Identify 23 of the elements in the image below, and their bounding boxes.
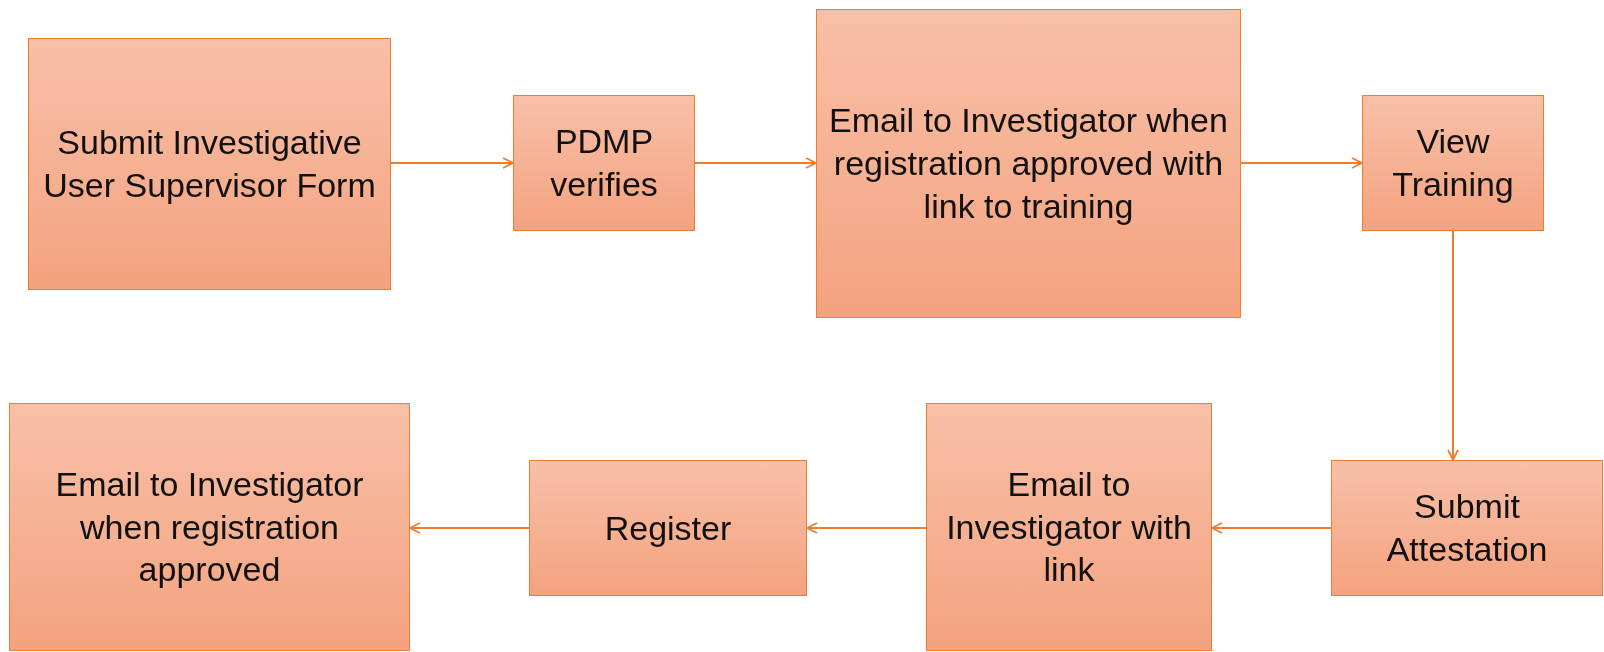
box-label: Register: [604, 507, 732, 549]
arrow: [409, 522, 530, 534]
process-box: [926, 403, 1212, 651]
process-box: [513, 95, 695, 231]
process-box: [1362, 95, 1544, 231]
process-box: [9, 403, 410, 651]
box-label: Submit Attestation: [1385, 486, 1549, 570]
box-label: PDMP verifies: [549, 121, 659, 205]
arrow: [390, 157, 514, 169]
box-label: Email to Investigator with link: [945, 463, 1193, 591]
process-box: [816, 9, 1241, 318]
arrow: [1211, 522, 1332, 534]
process-box: [28, 38, 391, 290]
arrow: [806, 522, 927, 534]
box-label: View Training: [1391, 121, 1515, 205]
arrow: [1240, 157, 1363, 169]
box-label: Submit Investigative User Supervisor Form: [42, 122, 377, 206]
process-box: [529, 460, 807, 596]
arrow: [1447, 230, 1459, 461]
box-label: Email to Investigator when registration approved with link to training: [828, 100, 1229, 227]
arrow: [694, 157, 817, 169]
box-label: Email to Investigator when registration approved: [54, 463, 365, 591]
process-box: [1331, 460, 1603, 596]
